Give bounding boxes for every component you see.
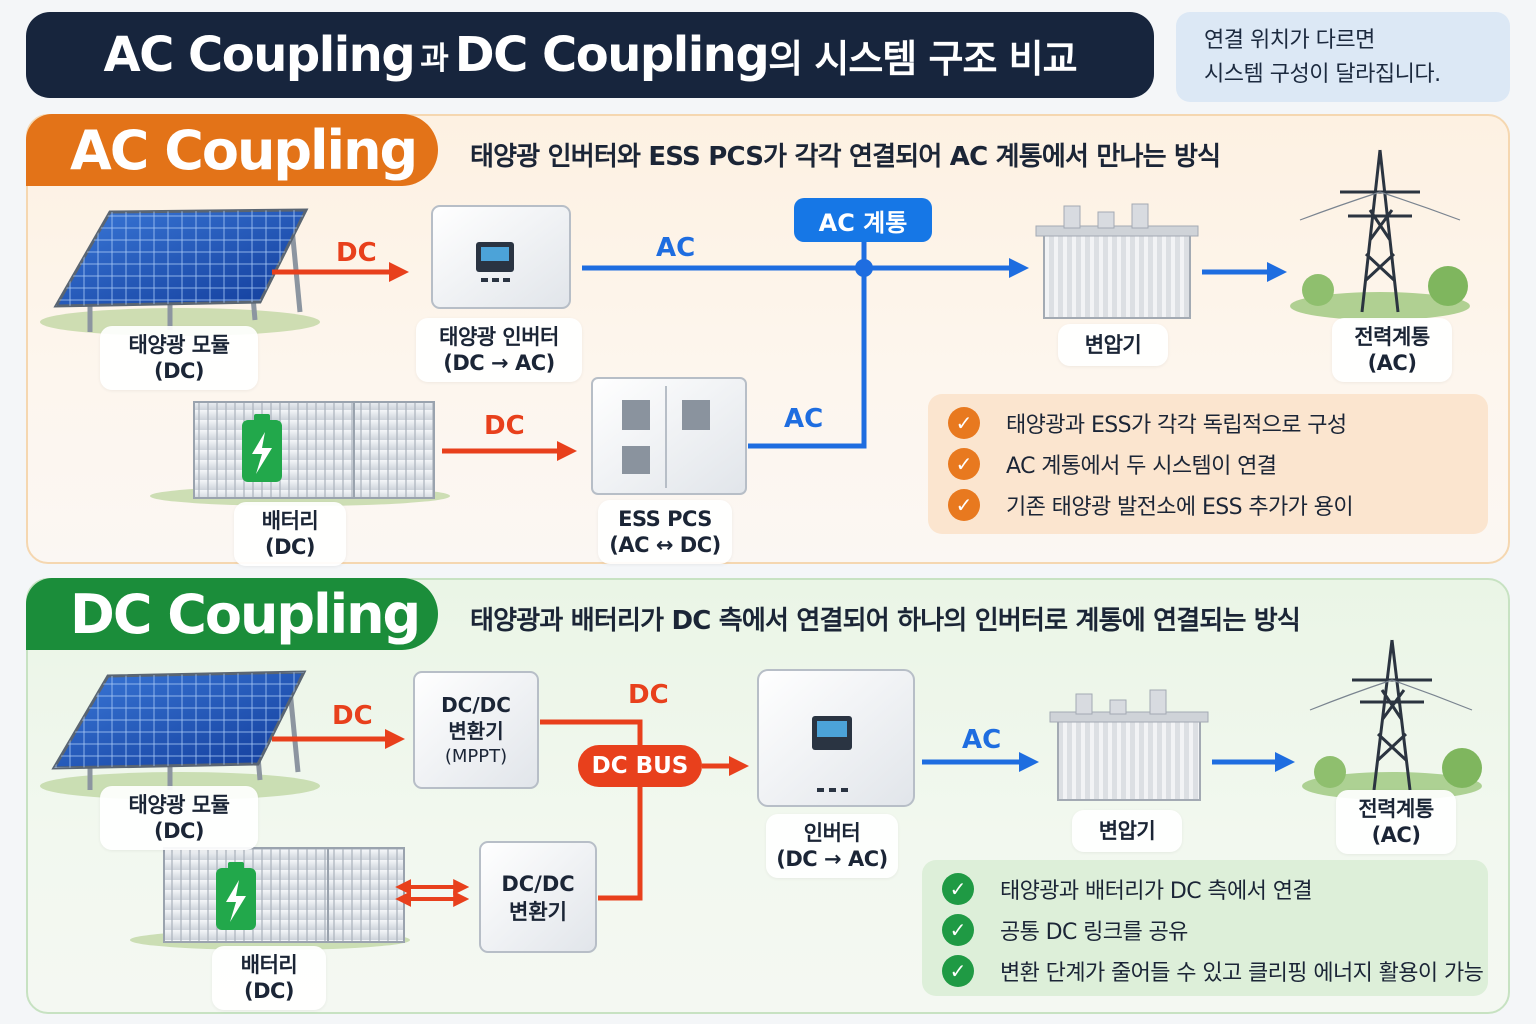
ac-description: 태양광 인버터와 ESS PCS가 각각 연결되어 AC 계통에서 만나는 방식 <box>470 142 1221 172</box>
dc-transformer-label: 변압기 <box>1072 810 1182 852</box>
inverter-icon <box>757 669 915 807</box>
note-line-1: 연결 위치가 다르면 <box>1204 28 1375 53</box>
ac-flow-dc-top: DC <box>336 238 377 268</box>
bolt-icon <box>252 432 272 474</box>
dc-inverter-label: 인버터 (DC → AC) <box>766 814 898 878</box>
ac-flow-dc-bottom: DC <box>484 411 525 441</box>
dc-inverter-label-line-1: 인버터 <box>803 821 861 845</box>
list-item: ✓ 태양광과 ESS가 각각 독립적으로 구성 <box>948 402 1488 443</box>
dc-mppt-to-bus <box>540 719 643 745</box>
battery-converter-box <box>479 841 597 953</box>
mppt-line-1: DC/DC <box>441 693 511 717</box>
ac-check-text-1: 태양광과 ESS가 각각 독립적으로 구성 <box>1006 412 1347 438</box>
transformer-icon <box>1035 203 1199 319</box>
header-note: 연결 위치가 다르면 시스템 구성이 달라집니다. <box>1176 12 1510 102</box>
list-item: ✓ 태양광과 배터리가 DC 측에서 연결 <box>942 868 1488 909</box>
dc-battery-label: 배터리 (DC) <box>212 946 326 1010</box>
check-icon: ✓ <box>942 954 974 987</box>
ac-flow-ac-bottom: AC <box>784 404 824 434</box>
check-icon: ✓ <box>948 406 980 439</box>
ac-section-tag: AC Coupling <box>26 114 438 186</box>
page-title: AC Coupling 과 DC Coupling 의 시스템 구조 비교 <box>26 12 1154 98</box>
ac-grid-label-line-2: (AC) <box>1367 351 1417 375</box>
ac-battery-label-line-1: 배터리 <box>261 509 319 533</box>
dc-feature-list: ✓ 태양광과 배터리가 DC 측에서 연결 ✓ 공통 DC 링크를 공유 ✓ 변환 단… <box>922 860 1488 996</box>
check-icon: ✓ <box>942 872 974 905</box>
ac-check-text-2: AC 계통에서 두 시스템이 연결 <box>1006 453 1277 479</box>
ac-inverter-label-line-1: 태양광 인버터 <box>439 325 559 349</box>
list-item: ✓ 공통 DC 링크를 공유 <box>942 909 1488 950</box>
check-icon: ✓ <box>942 913 974 946</box>
transmission-tower-icon <box>1290 149 1470 320</box>
ac-grid-pill: AC 계통 <box>794 198 932 242</box>
ac-battery-label-line-2: (DC) <box>264 535 316 559</box>
mppt-converter-box <box>413 671 539 789</box>
transformer-icon <box>1049 689 1209 801</box>
title-dc: DC Coupling <box>454 27 770 83</box>
ac-inverter-label-line-2: (DC → AC) <box>443 351 555 375</box>
mppt-line-2: 변환기 <box>448 719 504 743</box>
dc-check-text-2: 공통 DC 링크를 공유 <box>1000 919 1188 945</box>
ac-pcs-label-line-1: ESS PCS <box>618 507 712 531</box>
dc-section-tag: DC Coupling <box>26 578 438 650</box>
dc-inverter-label-line-2: (DC → AC) <box>776 847 888 871</box>
ac-battery-label: 배터리 (DC) <box>234 502 346 566</box>
pcs-cabinet-icon <box>591 377 747 495</box>
check-icon: ✓ <box>948 447 980 480</box>
dc-description: 태양광과 배터리가 DC 측에서 연결되어 하나의 인버터로 계통에 연결되는 … <box>470 606 1301 636</box>
title-join-2: 의 시스템 구조 비교 <box>768 36 1077 81</box>
conv-line-1: DC/DC <box>501 872 575 896</box>
battery-container-icon <box>150 401 450 506</box>
ac-pcs-label: ESS PCS (AC ↔ DC) <box>598 500 732 564</box>
dc-converter-to-bus <box>598 787 643 901</box>
ac-solar-label-line-1: 태양광 모듈 <box>128 333 230 357</box>
ac-check-text-3: 기존 태양광 발전소에 ESS 추가가 용이 <box>1006 494 1354 520</box>
ac-flow-ac-top: AC <box>656 233 696 263</box>
ac-solar-label: 태양광 모듈 (DC) <box>100 326 258 390</box>
dc-flow-dc-top: DC <box>628 680 669 710</box>
check-icon: ✓ <box>948 488 980 521</box>
dc-flow-ac: AC <box>962 725 1002 755</box>
note-line-2: 시스템 구성이 달라집니다. <box>1204 62 1441 87</box>
list-item: ✓ 기존 태양광 발전소에 ESS 추가가 용이 <box>948 484 1488 525</box>
dc-check-text-3: 변환 단계가 줄어들 수 있고 클리핑 에너지 활용이 가능 <box>1000 960 1484 986</box>
ac-pcs-label-line-2: (AC ↔ DC) <box>609 533 721 557</box>
ac-feature-list: ✓ 태양광과 ESS가 각각 독립적으로 구성 ✓ AC 계통에서 두 시스템이 연… <box>928 394 1488 534</box>
dc-solar-label: 태양광 모듈 (DC) <box>100 786 258 850</box>
ac-grid-label-line-1: 전력계통 <box>1354 325 1430 349</box>
ac-grid-label: 전력계통 (AC) <box>1332 318 1452 382</box>
bolt-icon <box>226 880 246 922</box>
dc-battery-label-line-2: (DC) <box>243 979 295 1003</box>
dc-battery-label-line-1: 배터리 <box>240 953 298 977</box>
mppt-line-3: (MPPT) <box>444 746 508 767</box>
title-ac: AC Coupling <box>103 27 415 83</box>
dc-grid-label-line-2: (AC) <box>1371 823 1421 847</box>
list-item: ✓ 변환 단계가 줄어들 수 있고 클리핑 에너지 활용이 가능 <box>942 950 1488 991</box>
dc-bus-pill: DC BUS <box>578 745 702 787</box>
battery-container-icon <box>130 847 410 950</box>
title-join-1: 과 <box>420 40 449 77</box>
ac-transformer-label: 변압기 <box>1058 324 1168 366</box>
ac-ac-line-bottom <box>748 268 867 449</box>
dc-solar-label-line-1: 태양광 모듈 <box>128 793 230 817</box>
battery-converter-label: DC/DC 변환기 <box>480 870 596 926</box>
inverter-icon <box>431 205 571 309</box>
dc-flow-dc-left: DC <box>332 701 373 731</box>
ac-solar-label-line-2: (DC) <box>153 359 205 383</box>
transmission-tower-icon <box>1302 639 1482 800</box>
solar-panel-icon <box>40 670 320 800</box>
dc-grid-label-line-1: 전력계통 <box>1358 797 1434 821</box>
ac-inverter-label: 태양광 인버터 (DC → AC) <box>416 318 582 382</box>
dc-check-text-1: 태양광과 배터리가 DC 측에서 연결 <box>1000 878 1313 904</box>
conv-line-2: 변환기 <box>509 900 567 924</box>
mppt-converter-label: DC/DC 변환기 (MPPT) <box>414 692 538 770</box>
dc-solar-label-line-2: (DC) <box>153 819 205 843</box>
list-item: ✓ AC 계통에서 두 시스템이 연결 <box>948 443 1488 484</box>
dc-grid-label: 전력계통 (AC) <box>1336 790 1456 854</box>
